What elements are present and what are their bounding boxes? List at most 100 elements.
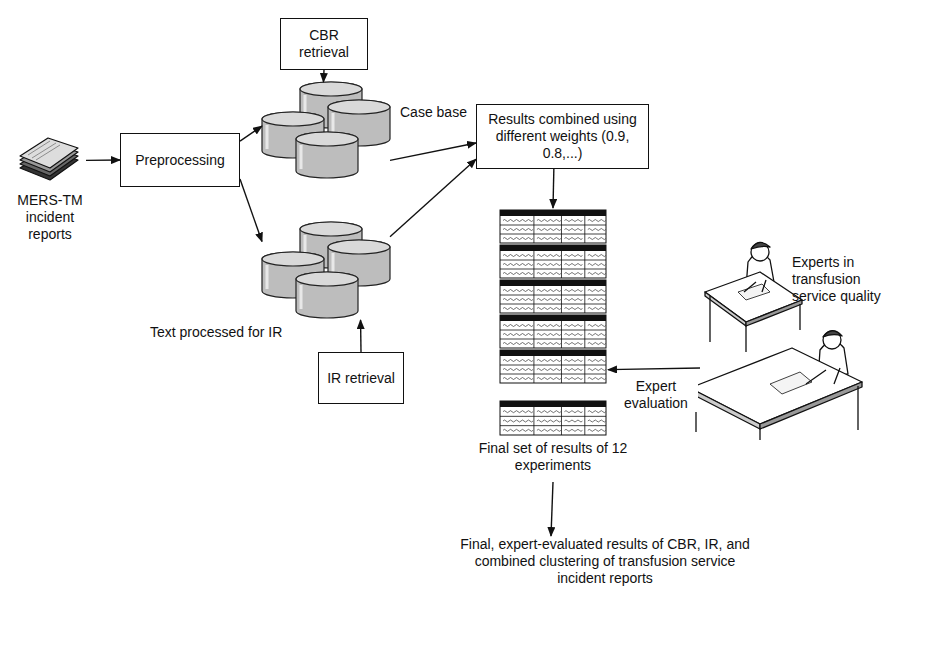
report-stack: MERS-TM incident reports	[14, 138, 86, 250]
table-row	[500, 330, 606, 331]
table-column	[533, 321, 534, 348]
cylinder-body	[296, 132, 358, 178]
cylinder-top	[262, 252, 324, 266]
table-scribble	[537, 290, 561, 292]
table-row	[500, 234, 606, 235]
table-scribble	[564, 264, 582, 266]
table-row	[500, 365, 606, 366]
node-label: Preprocessing	[135, 152, 225, 169]
cylinder-body	[296, 272, 358, 318]
process-box: Preprocessing	[120, 133, 240, 187]
arrow-connector	[552, 169, 554, 208]
node-label: Case base	[400, 104, 467, 121]
table-column	[584, 286, 585, 313]
table-scribble	[564, 290, 582, 292]
table-column	[561, 407, 562, 435]
output-text: Final, expert-evaluated results of CBR, …	[455, 536, 755, 596]
table-column	[533, 216, 534, 243]
table-header	[500, 401, 606, 407]
table-icon	[500, 315, 606, 348]
table-scribble	[564, 369, 582, 371]
table-scribble	[503, 264, 533, 266]
table-column	[533, 251, 534, 278]
table-scribble	[537, 238, 561, 240]
cylinder-top	[300, 82, 362, 96]
table-column	[584, 356, 585, 383]
table-scribble	[564, 273, 582, 275]
table-scribble	[588, 290, 606, 292]
cylinder	[296, 132, 358, 178]
table-scribble	[564, 255, 582, 257]
table-scribble	[564, 420, 582, 422]
table-scribble	[564, 308, 582, 310]
table-scribble	[537, 420, 561, 422]
table-scribble	[588, 429, 606, 431]
table-scribble	[588, 238, 606, 240]
table-column	[533, 286, 534, 313]
database: Text processed for IR	[262, 222, 390, 320]
cylinder-top	[262, 112, 324, 126]
table-scribble	[503, 378, 533, 380]
cylinder-shine	[300, 145, 303, 169]
process-box: CBR retrieval	[280, 18, 368, 70]
cylinder	[296, 272, 358, 318]
node-label: MERS-TM incident reports	[8, 192, 92, 243]
table-scribble	[503, 220, 533, 222]
table-scribble	[588, 343, 606, 345]
table-column	[561, 286, 562, 313]
cylinder-shine	[300, 285, 303, 309]
table-scribble	[564, 325, 582, 327]
table-header	[500, 210, 606, 216]
table-scribble	[564, 378, 582, 380]
table-scribble	[564, 343, 582, 345]
table-scribble	[503, 334, 533, 336]
table-scribble	[537, 220, 561, 222]
arrow-connector	[608, 368, 700, 370]
expert-group: Experts in transfusion service quality	[700, 240, 905, 440]
table-column	[533, 356, 534, 383]
table-scribble	[537, 299, 561, 301]
table-header	[500, 280, 606, 286]
table-icon	[500, 210, 606, 243]
table-scribble	[503, 238, 533, 240]
table-column	[561, 216, 562, 243]
process-box: IR retrieval	[318, 352, 404, 404]
table-scribble	[537, 429, 561, 431]
table-scribble	[537, 325, 561, 327]
table-scribble	[537, 411, 561, 413]
table-column	[584, 251, 585, 278]
table-scribble	[503, 360, 533, 362]
table-scribble	[537, 273, 561, 275]
table-scribble	[537, 369, 561, 371]
table-header	[500, 245, 606, 251]
table-scribble	[503, 429, 533, 431]
cylinder-top	[296, 132, 358, 146]
cylinder-top	[328, 240, 390, 254]
table-scribble	[588, 325, 606, 327]
table-scribble	[564, 299, 582, 301]
table-scribble	[588, 229, 606, 231]
table-icon	[500, 245, 606, 278]
arrow-connector	[240, 126, 262, 141]
table-row	[500, 416, 606, 417]
table-scribble	[503, 369, 533, 371]
table-icon	[500, 350, 606, 383]
node-label: Experts in transfusion service quality	[792, 254, 904, 305]
table-outline	[500, 210, 606, 243]
table-scribble	[537, 255, 561, 257]
table-scribble	[537, 334, 561, 336]
table-scribble	[537, 378, 561, 380]
table-row	[500, 425, 606, 426]
arrow-connector	[551, 482, 553, 536]
table-scribble	[564, 238, 582, 240]
cylinder-shine	[266, 265, 269, 289]
table-scribble	[564, 334, 582, 336]
table-icon	[500, 280, 606, 313]
table-outline	[500, 315, 606, 348]
arrow-connector	[86, 159, 120, 161]
database-cylinders	[262, 82, 390, 318]
table-scribble	[588, 308, 606, 310]
cylinder-shine	[266, 125, 269, 149]
node-label: Final set of results of 12 experiments	[458, 440, 648, 474]
